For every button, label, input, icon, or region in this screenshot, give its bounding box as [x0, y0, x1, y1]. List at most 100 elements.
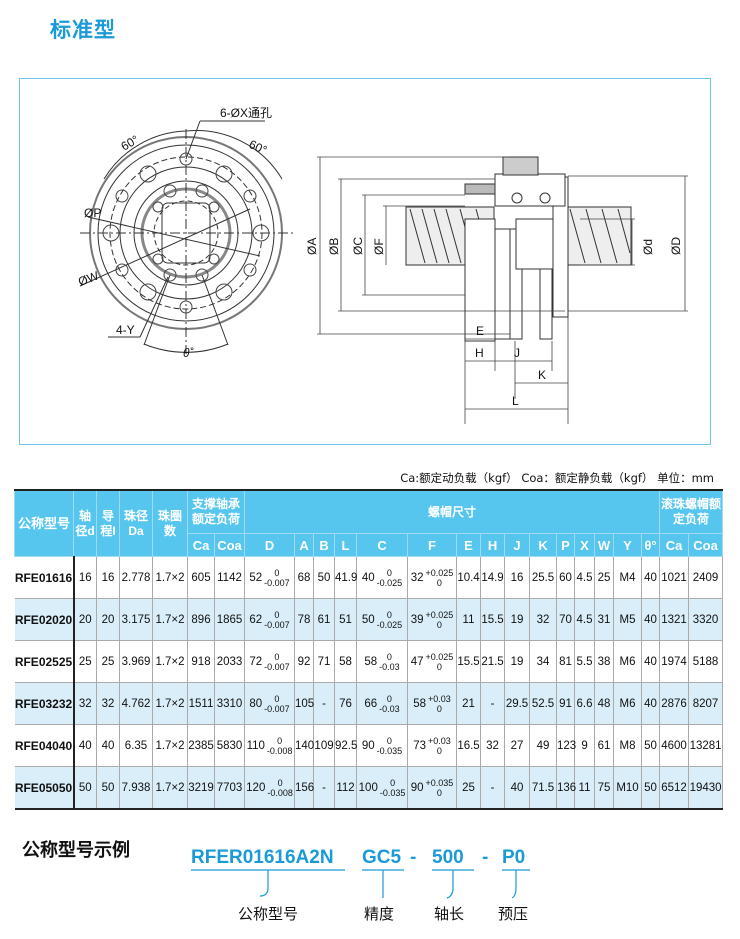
cell-ca: 1321 [659, 598, 690, 641]
cell-Y: M6 [613, 682, 643, 725]
cell-th: 40 [641, 556, 661, 599]
model-cell: RFE02525 [14, 640, 75, 683]
cell-X: 11 [574, 766, 596, 810]
label-B: ØB [327, 238, 341, 255]
nominal-value: 90 [410, 781, 424, 794]
upper-tolerance: 0 [386, 651, 392, 662]
cell-n: 1.7×2 [152, 598, 188, 641]
cell-B: 109 [313, 724, 336, 767]
lower-tolerance: 0 [436, 619, 442, 630]
cell-A: 140 [294, 724, 314, 767]
cell-bcoa: 7703 [213, 766, 246, 810]
cell-B: 61 [313, 598, 336, 641]
lower-tolerance: -0.03 [379, 703, 400, 714]
upper-tolerance: 0 [386, 609, 392, 620]
cell-J: 19 [504, 640, 531, 683]
lower-tolerance: 0 [436, 661, 442, 672]
cell-J: 29.5 [504, 682, 531, 725]
cell-bca: 3219 [187, 766, 215, 810]
cell-K: 25.5 [529, 556, 558, 599]
cell-th: 40 [641, 682, 661, 725]
tolerance-stack: 0-0.03 [379, 652, 400, 672]
cell-K: 71.5 [529, 766, 558, 810]
cell-H: 32 [480, 724, 506, 767]
cell-H: 21.5 [480, 640, 506, 683]
code-preload: P0 [502, 847, 526, 868]
lower-tolerance: -0.008 [266, 745, 293, 756]
subheader-cell: J [504, 533, 531, 557]
cell-J: 40 [504, 766, 531, 810]
subheader-cell: F [407, 533, 458, 557]
caption-accuracy: 精度 [364, 905, 395, 923]
cell-Y: M5 [613, 598, 643, 641]
upper-tolerance: 0 [274, 609, 280, 620]
cell-d: 25 [73, 640, 97, 683]
upper-tolerance: 0 [277, 735, 283, 746]
cell-coa: 8207 [688, 682, 724, 725]
drawing-labels: 6-ØX通孔 60° 60° ØP ØW 4-Y θ˚ ØA ØB ØC ØF … [76, 106, 683, 408]
nominal-value: 32 [410, 571, 424, 584]
nominal-value: 39 [410, 613, 424, 626]
cell-P: 70 [556, 598, 576, 641]
upper-tolerance: +0.025 [425, 651, 454, 662]
code-sep: - [482, 847, 489, 868]
nominal-value: 110 [246, 739, 265, 752]
cell-l: 16 [96, 556, 120, 599]
cell-coa: 13281 [688, 724, 724, 767]
cell-ca: 1974 [659, 640, 690, 683]
upper-tolerance: 0 [386, 693, 392, 704]
cell-J: 19 [504, 598, 531, 641]
subheader-cell: P [556, 533, 576, 557]
cell-bca: 605 [187, 556, 215, 599]
tolerance-value: 62 0-0.007 [249, 610, 289, 630]
cell-K: 52.5 [529, 682, 558, 725]
nominal-value: 120 [246, 781, 266, 794]
code-accuracy: GC5 [362, 847, 402, 868]
cell-th: 50 [641, 724, 661, 767]
header-model: 公称型号 [14, 489, 74, 557]
upper-tolerance: 0 [274, 693, 280, 704]
lower-tolerance: -0.007 [264, 619, 290, 630]
cell-coa: 2409 [688, 556, 724, 599]
tolerance-stack: 0-0.008 [267, 736, 293, 756]
cell-bcoa: 3310 [213, 682, 246, 725]
spec-table: 公称型号 轴径d 导程I 珠径Da 珠圈数 支撑轴承额定负荷 螺帽尺寸 滚珠螺帽… [14, 489, 724, 810]
cell-W: 31 [594, 598, 615, 641]
subheader-cell: W [594, 533, 615, 557]
subheader-cell: L [334, 533, 358, 557]
cell-ca: 6512 [659, 766, 690, 810]
cell-Y: M8 [613, 724, 643, 767]
tolerance-stack: 0-0.007 [264, 652, 290, 672]
technical-drawing: 6-ØX通孔 60° 60° ØP ØW 4-Y θ˚ ØA ØB ØC ØF … [19, 78, 711, 445]
caption-preload: 预压 [498, 905, 529, 923]
subheader-cell: E [456, 533, 482, 557]
cell-da: 3.969 [119, 640, 153, 683]
cell-B: 50 [313, 556, 336, 599]
nominal-value: 62 [249, 613, 263, 626]
cell-bca: 918 [187, 640, 215, 683]
cell-A: 156 [294, 766, 314, 810]
header-bearing-load: 支撑轴承额定负荷 [186, 489, 246, 534]
subheader-cell: X [574, 533, 596, 557]
cell-bcoa: 1865 [213, 598, 246, 641]
cell-th: 40 [641, 598, 661, 641]
nominal-value: 47 [410, 655, 424, 668]
cell-P: 136 [556, 766, 576, 810]
upper-tolerance: +0.03 [428, 735, 451, 746]
